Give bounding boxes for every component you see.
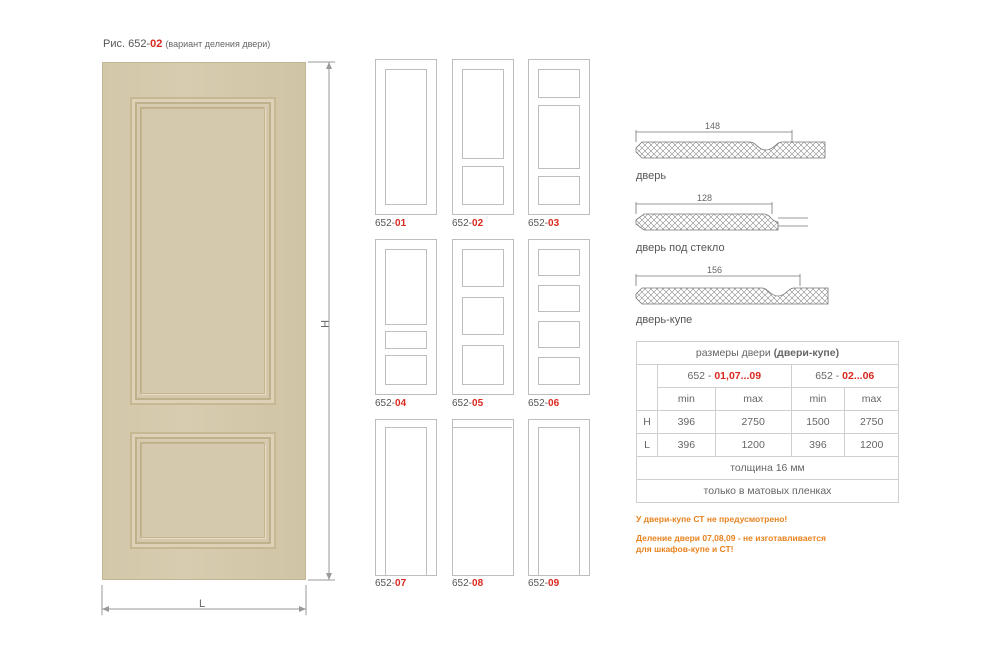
variant-label-07: 652-07 — [375, 578, 407, 589]
col-min: min — [657, 387, 716, 411]
sizes-table: размеры двери (двери-купе) 652 - 01,07..… — [636, 341, 900, 503]
variant-label-05: 652-05 — [452, 398, 484, 409]
variant-door-09 — [528, 419, 590, 576]
variant-label-04: 652-04 — [375, 398, 407, 409]
height-label: H — [317, 320, 330, 328]
variant-door-06 — [528, 239, 590, 395]
variant-label-09: 652-09 — [528, 578, 560, 589]
col-max: max — [714, 387, 792, 411]
figure-title: Рис. 652-02 (вариант деления двери) — [103, 38, 270, 50]
figure-prefix: Рис. 652- — [103, 38, 151, 50]
main-door-dimensions — [101, 61, 335, 615]
group2-header: 652 - 02...06 — [790, 364, 900, 388]
width-label: L — [199, 598, 206, 610]
variant-door-02 — [452, 59, 514, 215]
note-division-2: для шкафов-купе и СТ! — [636, 544, 734, 554]
variant-door-08 — [452, 419, 514, 576]
col-max: max — [844, 387, 899, 411]
profile-glass-door — [635, 202, 808, 231]
profile-coupe-door — [635, 274, 829, 305]
table-row: H 396 2750 1500 2750 — [636, 410, 899, 434]
main-door-image — [102, 62, 306, 580]
profile-width-2: 128 — [697, 193, 713, 203]
thickness-note: толщина 16 мм — [636, 456, 899, 480]
table-row: L 396 1200 396 1200 — [636, 433, 899, 457]
variant-door-07 — [375, 419, 437, 576]
figure-caption: (вариант деления двери) — [165, 39, 271, 49]
variant-label-08: 652-08 — [452, 578, 484, 589]
variant-label-03: 652-03 — [528, 218, 560, 229]
profile-label-3: дверь-купе — [636, 314, 693, 326]
profile-label-2: дверь под стекло — [636, 242, 725, 254]
note-coupe: У двери-купе СТ не предусмотрено! — [636, 514, 788, 524]
variant-door-03 — [528, 59, 590, 215]
profile-door — [635, 130, 826, 159]
table-title: размеры двери (двери-купе) — [636, 341, 899, 365]
door-upper-panel — [130, 97, 276, 405]
profile-drawings — [635, 130, 829, 305]
finish-note: только в матовых пленках — [636, 479, 899, 503]
variant-label-06: 652-06 — [528, 398, 560, 409]
note-division-1: Деление двери 07,08,09 - не изготавливае… — [636, 533, 826, 543]
profile-label-1: дверь — [636, 170, 667, 182]
variant-door-05 — [452, 239, 514, 395]
col-min: min — [790, 387, 846, 411]
door-lower-panel — [130, 432, 276, 549]
figure-number: 02 — [150, 38, 163, 50]
variant-door-04 — [375, 239, 437, 395]
variant-door-01 — [375, 59, 437, 215]
group1-header: 652 - 01,07...09 — [657, 364, 792, 388]
profile-width-1: 148 — [705, 121, 721, 131]
profile-width-3: 156 — [707, 265, 723, 275]
variant-label-01: 652-01 — [375, 218, 407, 229]
variant-label-02: 652-02 — [452, 218, 484, 229]
